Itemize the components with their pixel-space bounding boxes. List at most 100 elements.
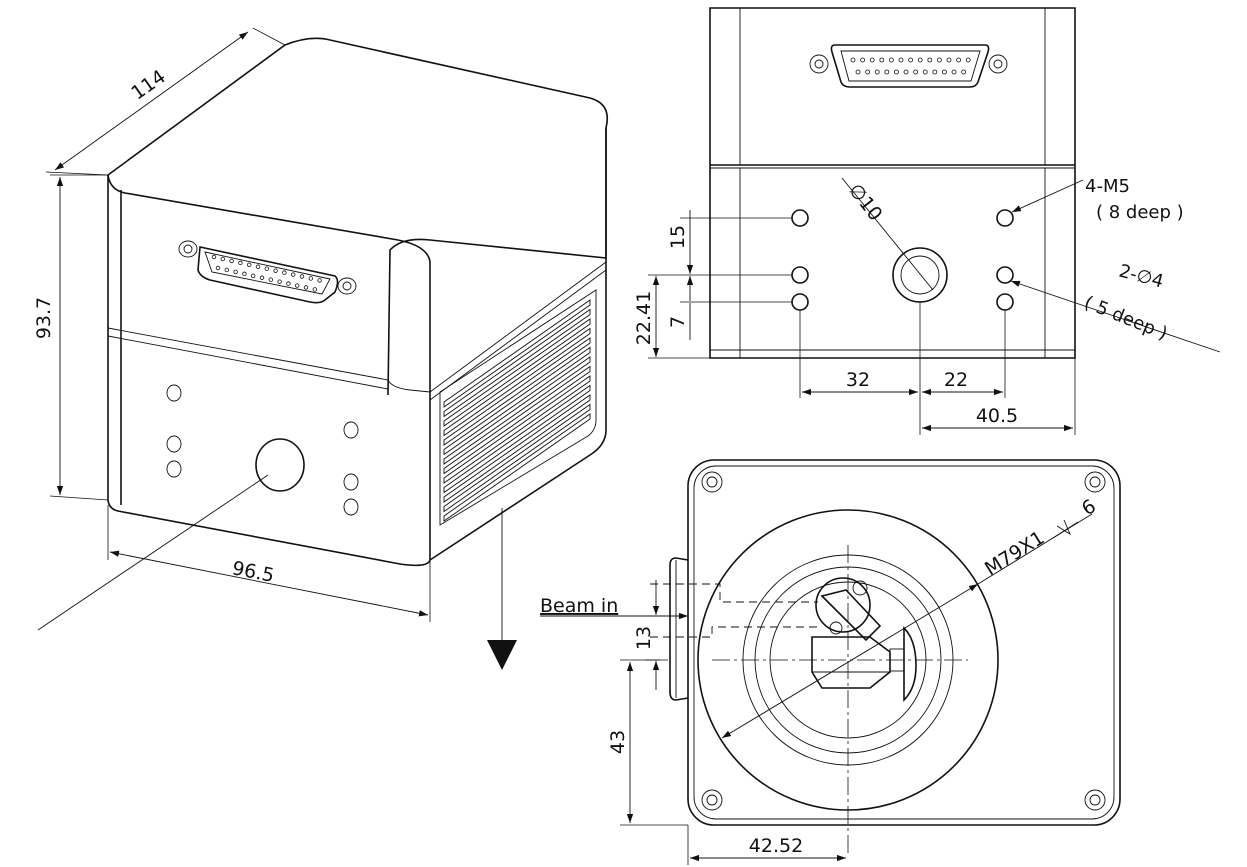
- connector-pin: [855, 69, 861, 75]
- note-4-m5: 4-M5: [1085, 176, 1130, 197]
- beam-aperture: [255, 438, 305, 492]
- connector-pin: [312, 287, 317, 292]
- dim-96-5: 96.5: [230, 557, 276, 587]
- connector-pin: [903, 69, 909, 75]
- fv-db25-connector: [809, 44, 1008, 88]
- connector-pin: [860, 57, 865, 63]
- vent-slat: [443, 356, 591, 465]
- vent-slat: [443, 365, 591, 475]
- connector-pin: [879, 57, 885, 63]
- connector-pin: [286, 281, 291, 286]
- connector-pin: [238, 260, 243, 266]
- connector-pin: [317, 278, 322, 283]
- vent-grille: [439, 289, 597, 526]
- mirror-mount: [811, 577, 917, 702]
- vent-slat: [443, 403, 591, 513]
- connector-pin: [242, 271, 247, 277]
- front-view: ∅10 4-M5 ( 8 deep ) 2-∅4 ( 5 deep ) 15 7…: [633, 7, 1221, 435]
- depth-symbol-icon: [1052, 519, 1079, 539]
- note-8-deep: ( 8 deep ): [1096, 202, 1184, 223]
- connector-pin: [282, 270, 287, 275]
- label-beam-in: Beam in: [540, 595, 618, 617]
- note-dia-4: 4: [1149, 269, 1165, 292]
- dim-32: 32: [846, 369, 870, 391]
- connector-pin: [291, 272, 296, 277]
- connector-pin: [913, 69, 918, 75]
- connector-pin: [874, 69, 880, 75]
- connector-pin: [268, 277, 273, 282]
- connector-pin: [917, 57, 923, 63]
- front-holes: [166, 384, 359, 516]
- vent-slat: [443, 337, 591, 446]
- connector-pin: [946, 57, 952, 63]
- svg-text:M79X1: M79X1: [981, 527, 1048, 580]
- connector-pin: [220, 256, 225, 262]
- dim-114: 114: [127, 66, 169, 105]
- isometric-view: 114 93.7 96.5: [33, 27, 609, 670]
- dim-15: 15: [667, 225, 689, 249]
- aperture-inner: [900, 255, 940, 295]
- vent-slat: [443, 375, 591, 484]
- connector-pin: [922, 69, 928, 75]
- connector-pin: [965, 57, 971, 63]
- connector-pin: [211, 254, 217, 260]
- dim-7: 7: [667, 316, 689, 328]
- connector-pin: [215, 265, 221, 271]
- dim-22: 22: [944, 369, 968, 391]
- connector-pin: [894, 69, 899, 75]
- pin-hole-r: [996, 293, 1014, 311]
- connector-pin: [942, 69, 947, 75]
- down-arrow-icon: [487, 640, 517, 670]
- vent-slat: [443, 384, 591, 494]
- svg-text:∅10: ∅10: [844, 180, 886, 226]
- connector-pin: [889, 57, 894, 63]
- connector-pin: [850, 57, 856, 63]
- connector-pin: [264, 266, 269, 271]
- pin-diameter-symbol: ∅: [1134, 265, 1155, 289]
- connector-pin: [259, 275, 265, 280]
- connector-pin: [898, 57, 904, 63]
- db25-connector: [178, 240, 357, 304]
- connector-pin: [277, 279, 282, 284]
- dim-40-5: 40.5: [976, 405, 1018, 427]
- connector-pin: [250, 273, 256, 278]
- connector-pin: [295, 283, 300, 288]
- note-2-pin: 2-: [1117, 261, 1140, 286]
- connector-pin: [908, 57, 913, 63]
- connector-pin: [869, 57, 875, 63]
- connector-pin: [956, 57, 961, 63]
- connector-pin: [961, 69, 966, 75]
- connector-pin: [884, 69, 890, 75]
- connector-pin: [932, 69, 938, 75]
- connector-pin: [865, 69, 870, 75]
- beam-line: [37, 474, 269, 631]
- dim-43: 43: [607, 730, 629, 754]
- dim-thread-depth: 6: [1078, 495, 1100, 520]
- note-5-deep: ( 5 deep ): [1081, 292, 1170, 344]
- vent-slat: [443, 413, 591, 522]
- connector-pin: [951, 69, 957, 75]
- dim-93-7: 93.7: [33, 297, 55, 339]
- connector-pin: [229, 258, 234, 264]
- vent-slat: [443, 327, 591, 437]
- m5-hole-br: [996, 266, 1014, 284]
- vent-slat: [443, 394, 591, 503]
- connector-pin: [303, 285, 309, 290]
- connector-pin: [937, 57, 942, 63]
- m5-hole-bl: [791, 266, 809, 284]
- connector-pin: [233, 269, 238, 275]
- svg-text:2-∅4: 2-∅4: [1117, 261, 1166, 293]
- m5-hole-tl: [791, 209, 809, 227]
- vent-slat: [443, 346, 591, 456]
- connector-pin: [308, 276, 313, 281]
- connector-pin: [246, 262, 252, 267]
- m5-hole-tr: [996, 209, 1014, 227]
- connector-pin: [255, 264, 261, 269]
- vent-slat: [443, 299, 591, 408]
- dim-42-52: 42.52: [749, 835, 803, 857]
- pin-hole-l: [791, 293, 809, 311]
- connector-pin: [224, 267, 229, 273]
- dim-13: 13: [633, 626, 655, 650]
- vent-slat: [443, 308, 591, 418]
